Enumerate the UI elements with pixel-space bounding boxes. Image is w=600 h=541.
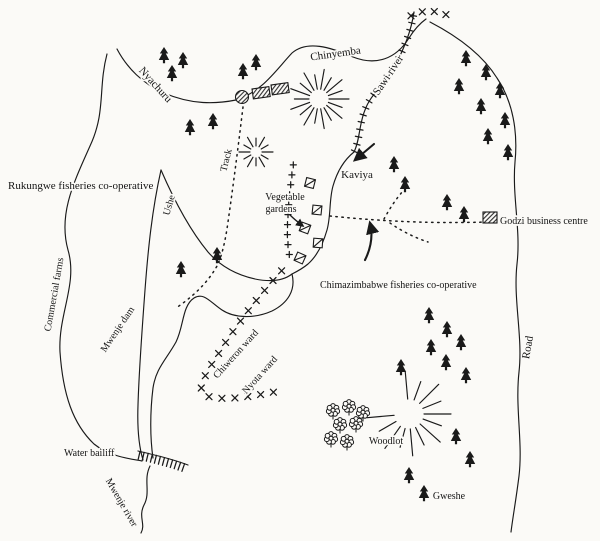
conifer-tree-icon [237,63,249,80]
conifer-tree-icon [399,176,411,193]
conifer-tree-icon [403,467,415,484]
building-icon [251,86,271,100]
arrow-icon [363,220,380,262]
road-line [429,21,521,533]
dam-wall-line [137,450,189,466]
structures-group [234,68,498,457]
label-vegetable: Vegetable [265,192,305,203]
woodlot-round-tree-icon [332,417,348,434]
label-woodlot: Woodlot [369,436,403,447]
conifer-tree-icon [502,144,514,161]
sawi-river-lower-line [291,151,355,275]
building-icon [270,82,290,96]
radial-rays-icon [366,371,452,457]
label-mwenje-dam: Mwenje dam [99,305,138,355]
label-gardens: gardens [265,204,296,215]
conifer-tree-icon [177,52,189,69]
conifer-tree-icon [388,156,400,173]
conifer-tree-icon [455,334,467,351]
woodlot-round-tree-icon [341,399,357,416]
conifer-tree-icon [450,428,462,445]
mwenje-river-line [140,465,151,534]
dam-east-edge-line [150,273,294,459]
conifer-tree-icon [464,451,476,468]
dip-tank-icon [234,89,250,105]
sawi-river-tick-marks [350,14,418,154]
label-rukungwe-cooperative: Rukungwe fisheries co-operative [8,180,154,192]
arrow-icon [352,142,376,162]
track-branch-south-dotted-line [389,222,429,243]
godzi-store-icon [482,211,498,224]
label-sawi-river: Sawi river [371,53,407,98]
conifer-tree-icon [499,112,511,129]
dam-wall-hatching [137,450,186,472]
dam-west-edge-line [137,169,162,461]
garden-plot-icon [303,176,317,190]
label-mwenje-river: Mwenje river [103,477,140,530]
farm-west-boundary-line [59,53,143,462]
arrow-icon [289,214,305,228]
conifer-tree-icon [423,307,435,324]
conifer-tree-icon [175,261,187,278]
conifer-tree-icon [418,485,430,502]
conifer-tree-icon [482,128,494,145]
garden-plot-icon [311,204,323,216]
conifer-tree-icon [441,321,453,338]
conifer-tree-icon [441,194,453,211]
radial-rays-icon [238,136,274,168]
conifer-tree-icon [453,78,465,95]
conifer-tree-icon [460,50,472,67]
conifer-tree-icon [395,359,407,376]
track-dotted-line [175,106,244,309]
label-water-bailiff: Water bailiff [64,448,115,459]
label-godzi-business-centre: Godzi business centre [500,216,588,227]
nyachuru-river-line [116,48,237,104]
label-gweshe: Gweshe [433,491,466,502]
woodlot-round-tree-icon [325,403,341,420]
track-branch-north-dotted-line [383,190,404,220]
conifer-tree-icon [475,98,487,115]
garden-plot-icon [312,237,324,249]
label-kaviya: Kaviya [341,169,373,181]
label-chimazimbabwe-cooperative: Chimazimbabwe fisheries co-operative [320,280,477,291]
label-road: Road [520,335,536,360]
map-labels: Chinyemba Nyachuru Sawi river Rukungwe f… [6,43,590,531]
garden-plot-icon [293,251,307,265]
woodlot-round-tree-icon [348,416,364,433]
conifer-tree-icon [425,339,437,356]
conifer-tree-icon [480,64,492,81]
radial-rays-icon [290,68,350,130]
conifer-tree-icon [458,206,470,223]
ward-boundary-x-marks [197,267,286,402]
upper-river-x-marks [407,7,450,20]
woodlot-round-tree-icon [339,434,355,451]
conifer-tree-icon [250,54,262,71]
woodlot-round-tree-icon [323,431,339,448]
trees-group [158,47,514,502]
conifer-tree-icon [184,119,196,136]
conifer-tree-icon [460,367,472,384]
north-boundary-line [235,18,427,101]
sawi-river-line [353,11,415,153]
dam-north-edge-line [160,169,293,282]
label-nyota-ward: Nyota ward [240,354,280,396]
label-track: Track [218,148,234,173]
label-chinyemba: Chinyemba [310,45,362,64]
conifer-tree-icon [440,354,452,371]
label-ushe: Ushe [161,193,177,216]
conifer-tree-icon [207,113,219,130]
conifer-tree-icon [158,47,170,64]
map-lines [59,11,521,534]
conifer-tree-icon [166,65,178,82]
